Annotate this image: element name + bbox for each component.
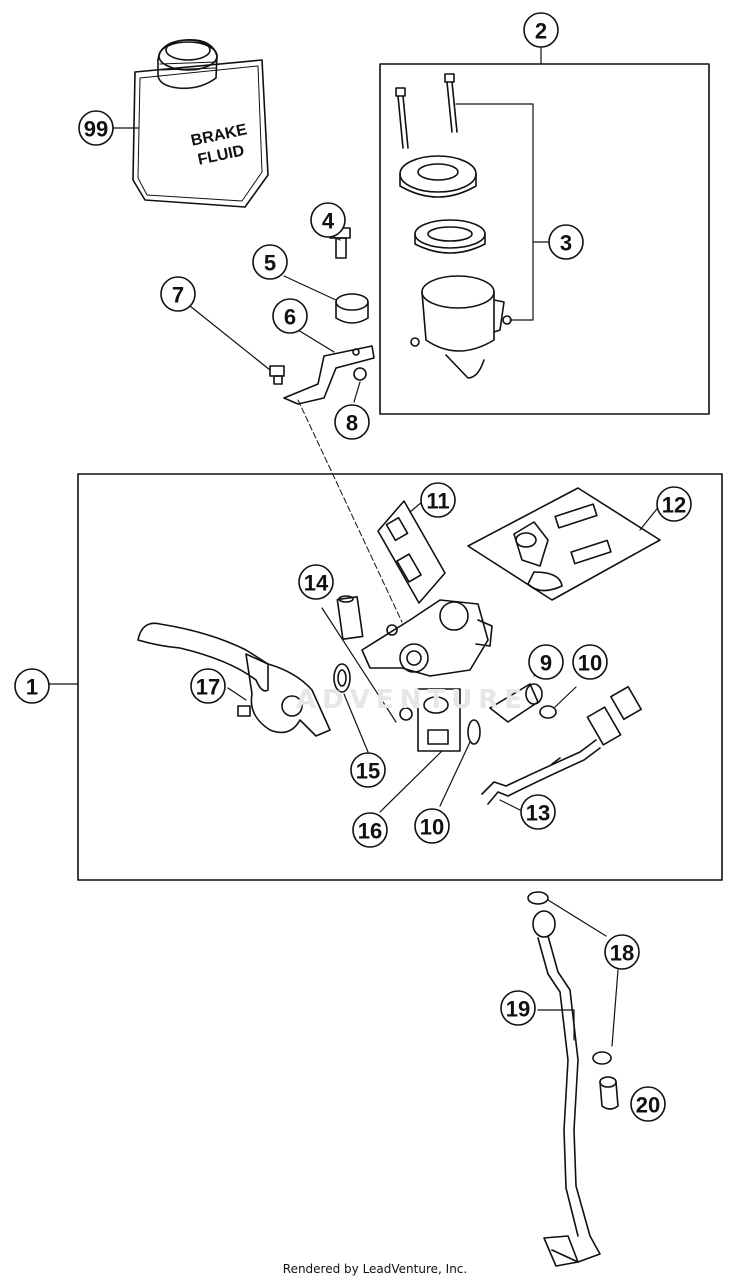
master-cylinder-body	[361, 599, 493, 677]
footer-credit: Rendered by LeadVenture, Inc.	[282, 1262, 468, 1276]
svg-text:8: 8	[346, 411, 358, 436]
svg-text:12: 12	[662, 493, 686, 518]
clamp	[513, 503, 612, 592]
svg-text:6: 6	[284, 305, 296, 330]
svg-text:10: 10	[578, 651, 602, 676]
svg-text:10: 10	[420, 815, 444, 840]
axis-line	[297, 399, 403, 623]
svg-text:15: 15	[356, 759, 380, 784]
brake-fluid-bottle	[132, 39, 269, 208]
callout-17-leader	[227, 687, 247, 701]
callout-9[interactable]: 9	[528, 644, 564, 680]
svg-text:13: 13	[526, 801, 550, 826]
callout-4[interactable]: 4	[310, 202, 346, 238]
callout-8-leader	[353, 381, 361, 403]
banjo-fitting	[489, 683, 543, 723]
callout-15[interactable]: 15	[350, 752, 386, 788]
callout-17[interactable]: 17	[190, 668, 226, 704]
brake-switch	[423, 696, 449, 745]
svg-text:7: 7	[172, 283, 184, 308]
washer-10-upper	[539, 705, 557, 719]
reservoir-body	[410, 275, 505, 379]
grommet-5	[335, 293, 369, 324]
pin-14	[336, 595, 364, 640]
callout-5[interactable]: 5	[252, 244, 288, 280]
callout-18[interactable]: 18	[604, 934, 640, 970]
washer-10-lower	[467, 719, 481, 745]
washer-18-lower	[592, 1051, 612, 1065]
callout-3-leader	[455, 103, 534, 321]
callout-7-leader	[189, 305, 271, 371]
callout-14[interactable]: 14	[298, 564, 334, 600]
callout-10-lower[interactable]: 10	[414, 808, 450, 844]
callout-11-leader	[409, 501, 423, 513]
callout-99[interactable]: 99	[78, 110, 114, 146]
callout-6-leader	[297, 329, 335, 353]
clamp-kit-frame	[467, 487, 661, 601]
callout-13[interactable]: 13	[520, 794, 556, 830]
svg-text:9: 9	[540, 651, 552, 676]
watermark: ADVENTURE	[296, 685, 528, 715]
reservoir-kit-frame	[379, 63, 710, 415]
svg-text:1: 1	[26, 675, 38, 700]
callout-8[interactable]: 8	[334, 404, 370, 440]
screw-7	[269, 365, 285, 385]
master-cylinder-frame	[77, 473, 723, 881]
callout-5-leader	[283, 275, 337, 301]
callout-12[interactable]: 12	[656, 486, 692, 522]
bushing-15	[333, 663, 351, 693]
callout-16-leader	[379, 750, 443, 813]
pin-14-leader	[321, 607, 397, 723]
callout-10b-leader	[554, 686, 577, 708]
callout-3[interactable]: 3	[548, 224, 584, 260]
svg-text:20: 20	[636, 1093, 660, 1118]
brake-hose	[527, 891, 601, 1267]
svg-text:11: 11	[426, 489, 449, 514]
reservoir-screws	[395, 73, 458, 149]
svg-text:17: 17	[196, 675, 220, 700]
callout-19[interactable]: 19	[500, 990, 536, 1026]
callout-1[interactable]: 1	[14, 668, 50, 704]
svg-text:19: 19	[506, 997, 530, 1022]
nut-14	[399, 707, 413, 721]
callout-2[interactable]: 2	[523, 12, 559, 48]
svg-text:4: 4	[322, 209, 335, 234]
callout-20[interactable]: 20	[630, 1086, 666, 1122]
reservoir-diaphragm	[414, 219, 486, 254]
callout-10a-leader	[439, 741, 471, 807]
callout-13-leader	[499, 799, 521, 811]
nut-8	[353, 367, 367, 381]
callout-11[interactable]: 11	[420, 482, 456, 518]
svg-text:5: 5	[264, 251, 276, 276]
svg-text:16: 16	[358, 819, 382, 844]
switch-kit-frame	[417, 688, 461, 752]
callout-12-leader	[639, 504, 661, 531]
bleeder-kit-frame	[377, 500, 446, 604]
callout-19-leader	[537, 1009, 575, 1041]
callout-18-leader-a	[547, 899, 607, 937]
reservoir-cap	[399, 155, 477, 198]
svg-text:99: 99	[84, 117, 108, 142]
brake-lever	[137, 622, 331, 737]
svg-text:3: 3	[560, 231, 572, 256]
svg-text:2: 2	[535, 19, 547, 44]
brake-light-switch-cable	[481, 685, 642, 805]
callout-7[interactable]: 7	[160, 276, 196, 312]
bracket-6	[283, 345, 375, 405]
callout-16[interactable]: 16	[352, 812, 388, 848]
callout-18-leader-b	[611, 969, 619, 1047]
callout-15-leader	[343, 693, 369, 753]
callout-6[interactable]: 6	[272, 298, 308, 334]
callout-10-upper[interactable]: 10	[572, 644, 608, 680]
banjo-bolt-20	[599, 1076, 619, 1110]
svg-text:14: 14	[304, 571, 329, 596]
bleeder-valve	[385, 516, 422, 583]
svg-text:18: 18	[610, 941, 634, 966]
